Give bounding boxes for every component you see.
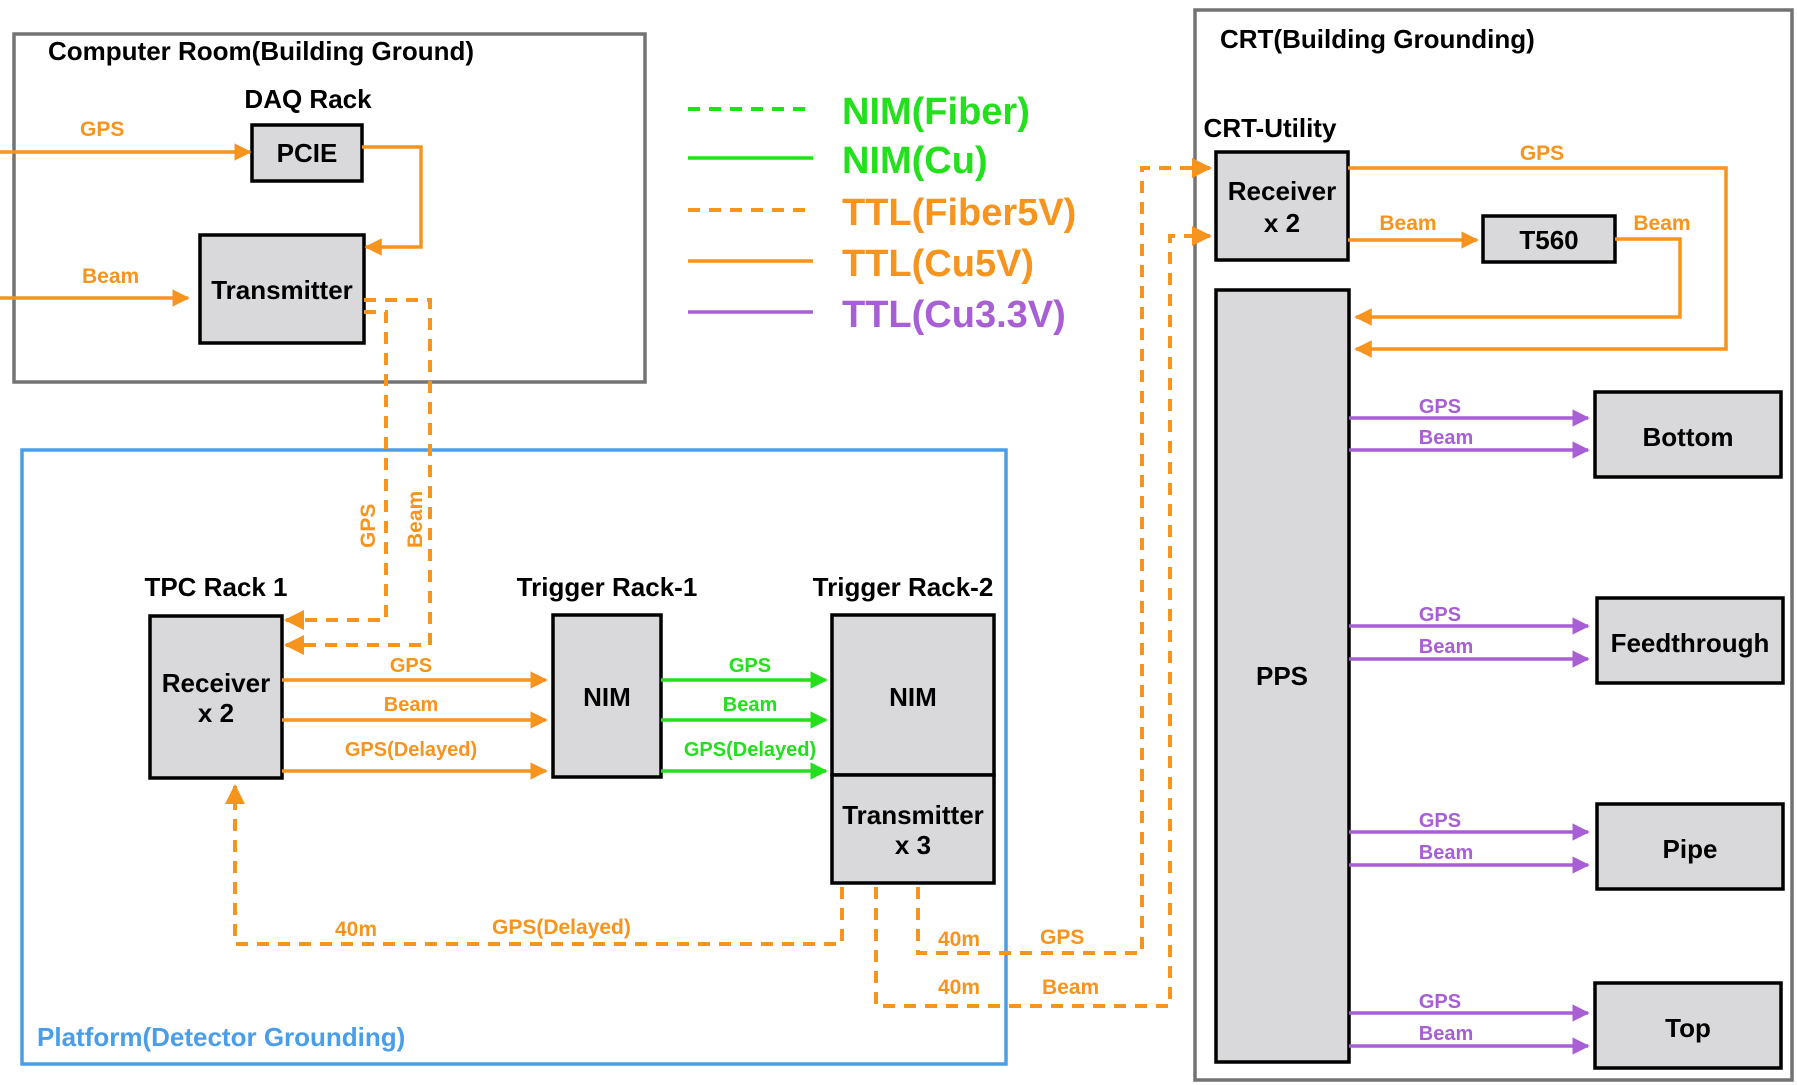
crt-receiver-label-line2: x 2 bbox=[1264, 208, 1300, 238]
platform-region bbox=[20, 448, 1008, 1066]
legend: NIM(Fiber) NIM(Cu) TTL(Fiber5V) TTL(Cu5V… bbox=[688, 91, 1076, 336]
receiver-to-t560-beam-label: Beam bbox=[1379, 212, 1436, 235]
trigger1-nim-label: NIM bbox=[583, 682, 631, 712]
top-label: Top bbox=[1665, 1013, 1711, 1043]
nim-to-nim-gps-label: GPS bbox=[729, 655, 771, 677]
pcie-to-transmitter-line bbox=[362, 145, 423, 256]
crt-receiver-box bbox=[1214, 150, 1350, 262]
trigger2-transmitter-label-line2: x 3 bbox=[895, 830, 931, 860]
tpc-to-nim-gps-label: GPS bbox=[390, 655, 432, 677]
tpc-to-nim-gpsdelayed-label: GPS(Delayed) bbox=[345, 739, 477, 761]
legend-label-nim-fiber: NIM(Fiber) bbox=[842, 91, 1030, 133]
trigger2-transmitter-label-line1: Transmitter bbox=[842, 800, 984, 830]
tpc-to-nim-beam-label: Beam bbox=[384, 694, 438, 716]
nim-to-nim-beam-label: Beam bbox=[723, 694, 777, 716]
trigger-rack2-label: Trigger Rack-2 bbox=[813, 572, 994, 602]
crt-beam-fiber-label: Beam bbox=[1042, 976, 1099, 999]
pps-to-pipe-beam-label: Beam bbox=[1419, 842, 1473, 864]
feedthrough-label: Feedthrough bbox=[1611, 628, 1770, 658]
pcie-label: PCIE bbox=[277, 138, 338, 168]
pipe-box bbox=[1595, 802, 1785, 891]
trigger1-nim-box bbox=[551, 613, 663, 779]
trigger-rack1-label: Trigger Rack-1 bbox=[517, 572, 698, 602]
gpsdelayed-return-fiber bbox=[225, 784, 844, 946]
legend-label-ttl-cu33v: TTL(Cu3.3V) bbox=[842, 294, 1066, 336]
crt-utility-label: CRT-Utility bbox=[1204, 113, 1337, 143]
gpsdelayed-return-label: GPS(Delayed) bbox=[492, 916, 631, 939]
legend-label-nim-cu: NIM(Cu) bbox=[842, 140, 988, 182]
pcie-box bbox=[250, 123, 364, 183]
crt-gps-fiber-label: GPS bbox=[1040, 926, 1084, 949]
receiver-to-pps-gps-label: GPS bbox=[1520, 142, 1564, 165]
tpc-receiver-label-line2: x 2 bbox=[198, 698, 234, 728]
transmitter-beam-fiber bbox=[284, 298, 432, 655]
transmitter-label: Transmitter bbox=[211, 275, 353, 305]
pps-to-pipe-gps-label: GPS bbox=[1419, 810, 1461, 832]
pps-box bbox=[1214, 288, 1351, 1064]
gps-input-label: GPS bbox=[80, 118, 124, 141]
t560-to-pps-beam-line bbox=[1354, 237, 1682, 326]
pps-to-bottom-gps-label: GPS bbox=[1419, 396, 1461, 418]
transmitter-box bbox=[198, 233, 366, 345]
pipe-label: Pipe bbox=[1663, 834, 1718, 864]
receiver-to-pps-gps-line bbox=[1348, 166, 1728, 358]
tpc-rack-label: TPC Rack 1 bbox=[144, 572, 287, 602]
platform-title: Platform(Detector Grounding) bbox=[37, 1022, 405, 1052]
tpc-receiver-box bbox=[148, 614, 284, 780]
trigger2-nim-label: NIM bbox=[889, 682, 937, 712]
legend-label-ttl-fiber5v: TTL(Fiber5V) bbox=[842, 192, 1076, 234]
beam-input-label: Beam bbox=[82, 265, 139, 288]
computer-room-title: Computer Room(Building Ground) bbox=[48, 36, 474, 66]
crt-gps-fiber bbox=[916, 158, 1212, 955]
fiber-beam-vertical-label: Beam bbox=[404, 491, 427, 548]
nim-to-nim-gpsdelayed-label: GPS(Delayed) bbox=[684, 739, 816, 761]
crt-gps-fiber-distance: 40m bbox=[938, 928, 980, 951]
fiber-gps-vertical-label: GPS bbox=[357, 504, 380, 548]
crt-region bbox=[1193, 8, 1794, 1082]
t560-label: T560 bbox=[1519, 225, 1578, 255]
daq-rack-label: DAQ Rack bbox=[244, 84, 372, 114]
pps-to-bottom-beam-label: Beam bbox=[1419, 427, 1473, 449]
bottom-label: Bottom bbox=[1643, 422, 1734, 452]
tpc-receiver-label-line1: Receiver bbox=[162, 668, 270, 698]
crt-receiver-label-line1: Receiver bbox=[1228, 176, 1336, 206]
legend-label-ttl-cu5v: TTL(Cu5V) bbox=[842, 243, 1034, 285]
t560-box bbox=[1481, 214, 1617, 264]
pps-label: PPS bbox=[1256, 661, 1308, 691]
transmitter-gps-fiber bbox=[284, 310, 388, 630]
pps-to-top-gps-label: GPS bbox=[1419, 991, 1461, 1013]
pps-to-top-beam-label: Beam bbox=[1419, 1023, 1473, 1045]
t560-to-pps-beam-label: Beam bbox=[1633, 212, 1690, 235]
feedthrough-box bbox=[1595, 596, 1785, 685]
pps-to-feedthrough-beam-label: Beam bbox=[1419, 636, 1473, 658]
trigger2-transmitter-box bbox=[830, 773, 996, 885]
bottom-box bbox=[1593, 390, 1783, 479]
crt-beam-fiber-distance: 40m bbox=[938, 976, 980, 999]
crt-title: CRT(Building Grounding) bbox=[1220, 24, 1535, 54]
pps-to-feedthrough-gps-label: GPS bbox=[1419, 604, 1461, 626]
top-box bbox=[1593, 981, 1783, 1070]
gpsdelayed-return-distance: 40m bbox=[335, 918, 377, 941]
computer-room-region bbox=[12, 32, 647, 384]
